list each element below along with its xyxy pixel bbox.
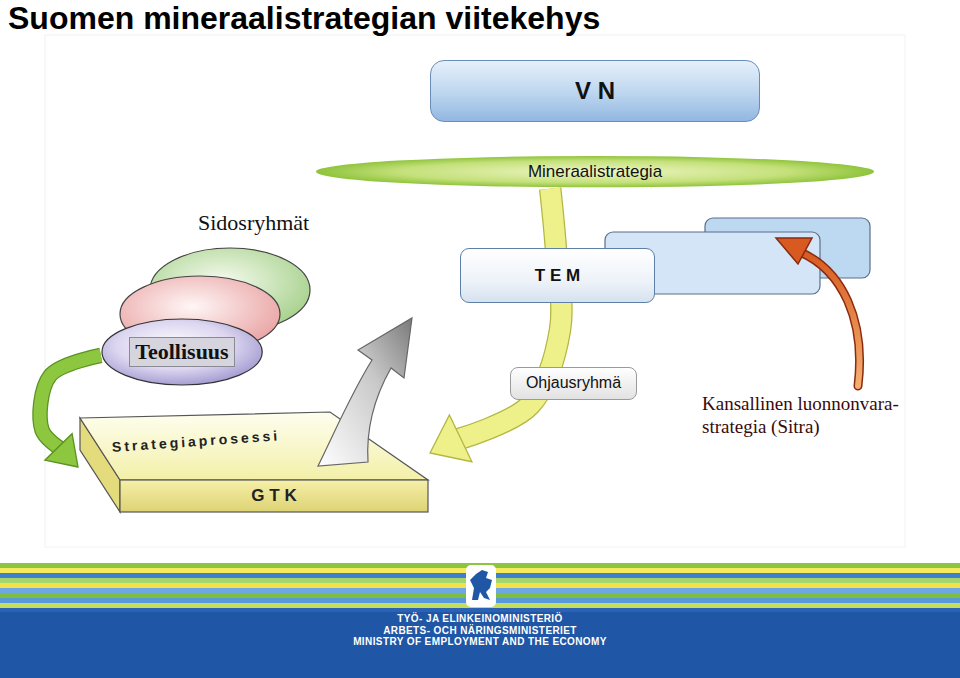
gtk-platform: StrategiaprosessiG T K bbox=[78, 405, 430, 515]
steering-group-box: Ohjausryhmä bbox=[510, 367, 637, 400]
node-text: Teollisuus bbox=[129, 337, 234, 366]
footer-stripes bbox=[0, 563, 960, 613]
guidance-arrow bbox=[430, 189, 561, 462]
platform-front bbox=[120, 480, 428, 512]
text-holder: Mineraalistrategia bbox=[315, 155, 875, 188]
strategy-ellipse: Mineraalistrategia bbox=[315, 155, 875, 188]
platform-top bbox=[80, 412, 428, 480]
panel-frame bbox=[45, 35, 905, 547]
orange-arrow bbox=[800, 252, 860, 386]
ministry-box: T E M bbox=[460, 248, 655, 303]
node-text: T E M bbox=[535, 266, 580, 286]
orange-arrowhead bbox=[776, 238, 812, 264]
ministry-name: TYÖ- JA ELINKEINOMINISTERIÖ bbox=[0, 613, 960, 624]
process-arrow bbox=[318, 318, 412, 466]
ellipse-outline bbox=[316, 156, 874, 187]
text-holder: Teollisuus bbox=[101, 318, 263, 386]
lion-emblem bbox=[466, 565, 496, 607]
text-holder: Ohjausryhmä bbox=[511, 368, 636, 399]
platform-label: G T K bbox=[120, 480, 428, 512]
emblem-ground bbox=[466, 565, 496, 607]
group-heading: Sidosryhmät bbox=[198, 209, 309, 237]
orange-arrow bbox=[800, 252, 860, 386]
text-holder: V N bbox=[431, 61, 759, 121]
page-title: Suomen mineraalistrategian viitekehys bbox=[8, 0, 600, 36]
government-box: V N bbox=[430, 60, 760, 122]
emblem-lion bbox=[470, 570, 492, 600]
arrowhead bbox=[45, 434, 78, 467]
ellipse-outline bbox=[102, 319, 262, 385]
note-text: Kansallinen luonnonvara- strategia (Sitr… bbox=[702, 392, 947, 438]
connector-band bbox=[459, 189, 562, 439]
node-text: V N bbox=[575, 77, 615, 105]
text-holder: T E M bbox=[461, 249, 654, 302]
connector-outline bbox=[459, 189, 562, 439]
arrowhead bbox=[430, 415, 472, 462]
ministry-name: ARBETS- OCH NÄRINGSMINISTERIET bbox=[0, 625, 960, 636]
ministry-name: MINISTRY OF EMPLOYMENT AND THE ECONOMY bbox=[0, 636, 960, 647]
node-text: Ohjausryhmä bbox=[526, 374, 621, 392]
node-text: Mineraalistrategia bbox=[528, 162, 662, 182]
footer-band bbox=[0, 612, 960, 678]
stakeholder-ellipse: Teollisuus bbox=[101, 318, 263, 386]
